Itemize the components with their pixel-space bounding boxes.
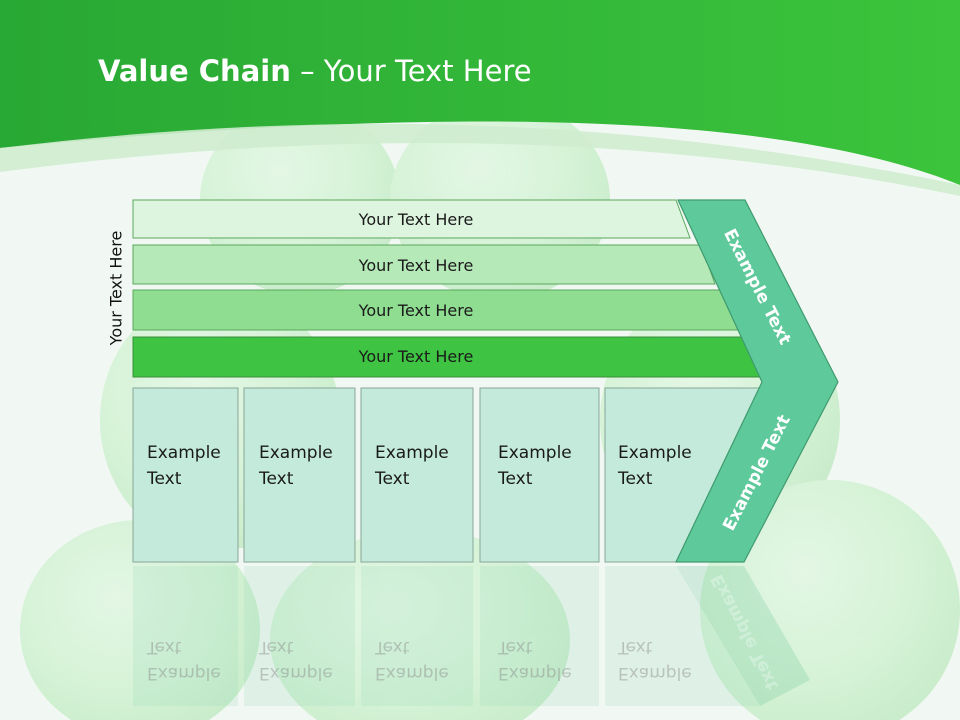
box-5-line1: Example [618, 443, 692, 463]
box-4-reflection-line1: Example [498, 663, 572, 683]
box-2-shape [243, 387, 356, 563]
header-swoosh [0, 123, 960, 196]
box-1-shape [132, 387, 239, 563]
box-2-reflection-line2: Text [259, 637, 294, 657]
box-1-reflection-line2: Text [147, 637, 182, 657]
box-4-line2: Text [498, 469, 533, 489]
box-3-reflection-line2: Text [375, 637, 410, 657]
box-3-line2: Text [375, 469, 410, 489]
page-title: Value Chain – Your Text Here [98, 54, 532, 88]
chevron-arrow-shape [675, 199, 839, 563]
title-rest: – Your Text Here [290, 54, 532, 88]
bar-2-label: Your Text Here [358, 255, 474, 275]
bar-1-label: Your Text Here [358, 209, 474, 229]
title-bold: Value Chain [98, 54, 291, 88]
box-4-reflection-line2: Text [498, 637, 533, 657]
box-4-text: Example Text [498, 440, 572, 492]
box-3-text: Example Text [375, 440, 449, 492]
box-3-reflection: Example Text [375, 634, 449, 686]
box-5-reflection-line1: Example [618, 663, 692, 683]
box-5-line2: Text [618, 469, 653, 489]
box-1-reflection-line1: Example [147, 663, 221, 683]
box-1-line2: Text [147, 469, 182, 489]
boxes-reflection [133, 566, 810, 706]
box-2-text: Example Text [259, 440, 333, 492]
bar-4-label: Your Text Here [358, 346, 474, 366]
box-2-line2: Text [259, 469, 294, 489]
box-5-text: Example Text [618, 440, 692, 492]
box-3-shape [360, 387, 474, 563]
box-5-reflection: Example Text [618, 634, 692, 686]
bar-1-shape [132, 199, 691, 239]
box-4-shape [479, 387, 600, 563]
box-4-line1: Example [498, 443, 572, 463]
bar-2-shape [132, 244, 716, 285]
box-5-reflection-line2: Text [618, 637, 653, 657]
header-band [0, 0, 960, 185]
box-2-line1: Example [259, 443, 333, 463]
box-1-text: Example Text [147, 440, 221, 492]
bar-3-label: Your Text Here [358, 300, 474, 320]
box-2-reflection: Example Text [259, 634, 333, 686]
box-1-line1: Example [147, 443, 221, 463]
box-1-reflection: Example Text [147, 634, 221, 686]
box-3-line1: Example [375, 443, 449, 463]
side-label: Your Text Here [106, 230, 126, 346]
box-3-reflection-line1: Example [375, 663, 449, 683]
box-4-reflection: Example Text [498, 634, 572, 686]
box-2-reflection-line1: Example [259, 663, 333, 683]
